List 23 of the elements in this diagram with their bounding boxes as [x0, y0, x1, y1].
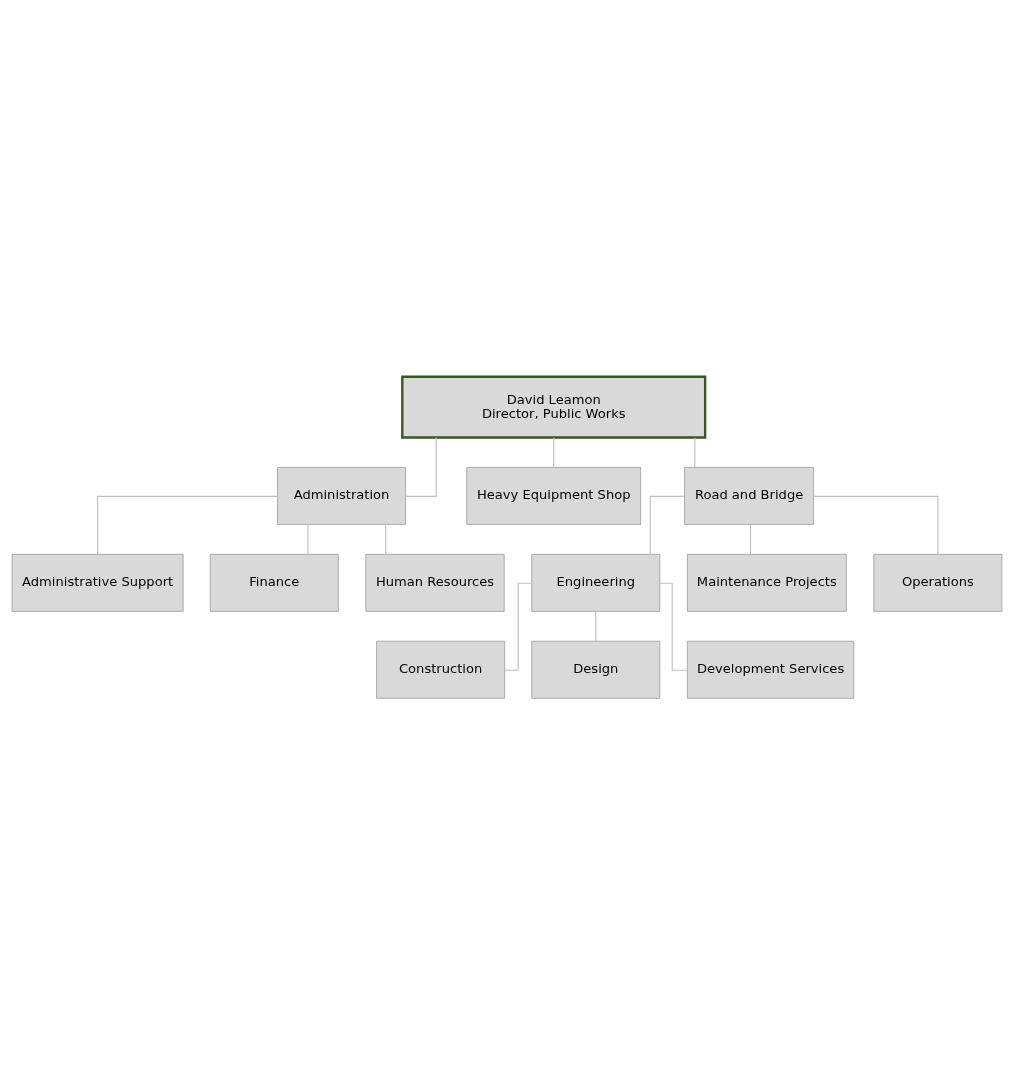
node-box: Road and Bridge	[684, 466, 815, 525]
connector	[405, 436, 437, 497]
node-box: David Leamon Director, Public Works	[401, 375, 707, 439]
connector	[694, 436, 696, 468]
node-box: Finance	[209, 553, 339, 612]
node-box: Administrative Support	[11, 553, 184, 612]
node-box: Heavy Equipment Shop	[466, 466, 642, 525]
node-box: Construction	[376, 640, 506, 699]
node-box: Operations	[873, 553, 1003, 612]
node-box: Maintenance Projects	[686, 553, 847, 612]
node-box: Administration	[277, 466, 407, 525]
node-box: Design	[531, 640, 661, 699]
connector	[307, 523, 309, 555]
connector	[595, 610, 597, 642]
connector	[749, 523, 752, 555]
connector	[649, 495, 686, 555]
connector	[385, 523, 387, 555]
connector	[553, 436, 555, 468]
node-box: Human Resources	[365, 553, 505, 612]
connector	[97, 495, 279, 555]
node-box: Development Services	[686, 640, 855, 699]
node-box: Engineering	[531, 553, 661, 612]
connector	[813, 495, 939, 555]
